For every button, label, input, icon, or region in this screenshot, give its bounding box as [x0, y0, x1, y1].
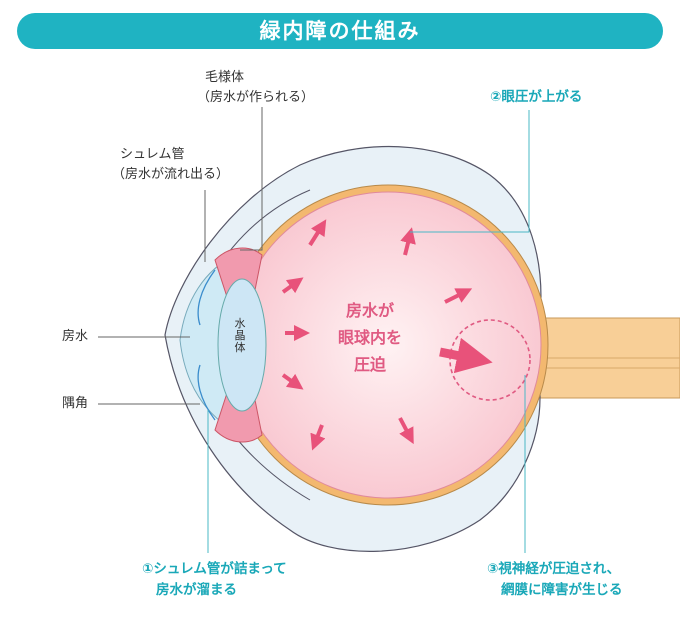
step3-line1: ③視神経が圧迫され、	[487, 561, 621, 577]
ciliary-body-note: （房水が作られる）	[197, 90, 315, 105]
page-title: 緑内障の仕組み	[17, 13, 663, 49]
schlemm-note: （房水が流れ出る）	[112, 167, 230, 182]
step1-line1: ①シュレム管が詰まって	[142, 561, 287, 577]
center-line: 眼球内を	[337, 328, 402, 347]
lens	[217, 278, 267, 412]
schlemm-label: シュレム管	[120, 147, 185, 162]
center-text: 房水が 眼球内を 圧迫	[325, 297, 415, 378]
center-line: 圧迫	[353, 355, 386, 374]
ciliary-body-label: 毛様体	[205, 70, 245, 85]
aqueous-label: 房水	[62, 329, 89, 344]
center-line: 房水が	[345, 301, 394, 320]
lens-label: 水晶体	[234, 317, 246, 354]
pressure-arrows	[281, 219, 473, 451]
step2-label: ②眼圧が上がる	[490, 89, 583, 105]
step3-line2: 網膜に障害が生じる	[501, 582, 623, 598]
angle-label: 隅角	[62, 396, 89, 411]
step1-line2: 房水が溜まる	[156, 582, 237, 598]
